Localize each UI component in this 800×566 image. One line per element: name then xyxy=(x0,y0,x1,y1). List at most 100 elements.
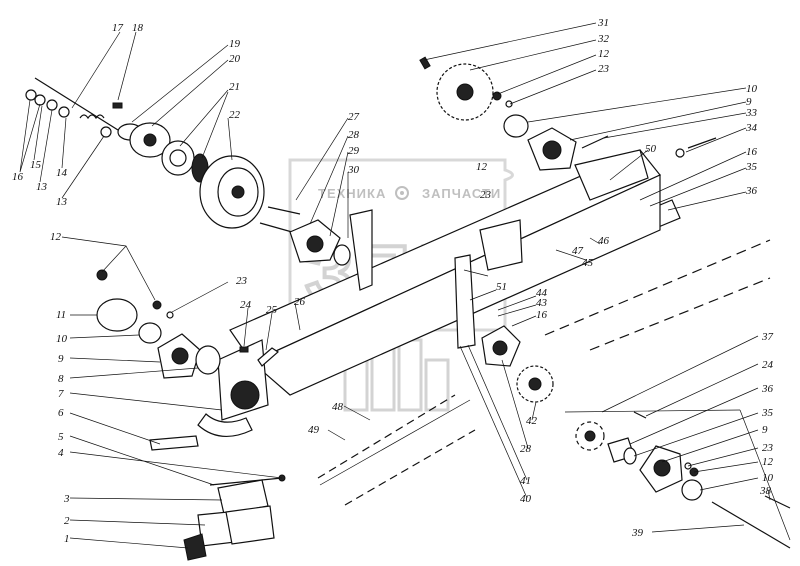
nut-12-top xyxy=(492,91,502,101)
callout-49: 49 xyxy=(308,424,320,436)
callout-39: 39 xyxy=(631,527,644,539)
callout-6: 6 xyxy=(58,407,64,419)
ring-23-left xyxy=(166,311,174,319)
callout-5: 5 xyxy=(58,431,64,443)
guard-6 xyxy=(197,413,253,437)
tensioner-group xyxy=(481,325,554,403)
callout-12-right: 12 xyxy=(762,456,774,468)
bottom-left-parts xyxy=(149,435,286,561)
gear-icon xyxy=(395,186,409,200)
callout-23-mid: 23 xyxy=(480,189,492,201)
watermark-line1: ТЕХНИКА xyxy=(318,186,386,201)
callout-15: 15 xyxy=(30,159,42,171)
callout-23-top: 23 xyxy=(598,63,610,75)
rod-4 xyxy=(209,477,283,486)
callout-25: 25 xyxy=(266,304,278,316)
bracket-50 xyxy=(574,149,649,201)
key-31 xyxy=(419,56,431,70)
callout-45: 45 xyxy=(582,257,594,269)
callout-42: 42 xyxy=(526,415,538,427)
ring-23-right xyxy=(684,462,692,470)
plate-6 xyxy=(149,435,199,451)
callout-38: 38 xyxy=(759,485,772,497)
callout-10-top: 10 xyxy=(746,83,758,95)
bolt-34 xyxy=(687,137,717,149)
callout-23-left: 23 xyxy=(236,275,248,287)
callout-40: 40 xyxy=(520,493,532,505)
callout-46: 46 xyxy=(598,235,610,247)
callout-43: 43 xyxy=(536,297,548,309)
callout-18: 18 xyxy=(132,22,144,34)
callout-16-right: 16 xyxy=(746,146,758,158)
spring-14 xyxy=(79,114,105,120)
ring-23-top xyxy=(505,100,513,108)
washer-13b xyxy=(100,126,112,138)
chain-left xyxy=(317,394,476,506)
tensioner-arm-41 xyxy=(454,254,476,349)
callout-41: 41 xyxy=(520,475,531,487)
callout-16-left: 16 xyxy=(12,171,24,183)
washer-15 xyxy=(34,94,46,106)
bracket-47 xyxy=(479,219,523,271)
callout-10-right: 10 xyxy=(762,472,774,484)
left-shaft-group xyxy=(25,77,265,229)
callout-1: 1 xyxy=(64,533,70,545)
chain-lower xyxy=(589,277,771,351)
key-24-right xyxy=(633,411,647,419)
callout-9-top: 9 xyxy=(746,96,752,108)
callout-2: 2 xyxy=(64,515,70,527)
watermark-line2: ЗАПЧАСТИ xyxy=(422,186,501,201)
callout-28-top: 28 xyxy=(348,129,360,141)
chain-upper xyxy=(544,239,771,336)
callout-48: 48 xyxy=(332,401,344,413)
callout-50: 50 xyxy=(645,143,657,155)
bushing-14 xyxy=(58,106,70,118)
main-frame xyxy=(197,149,661,437)
nut-16 xyxy=(25,89,37,101)
callout-44: 44 xyxy=(536,287,548,299)
key-24-left xyxy=(239,346,249,353)
callout-35-bottom: 35 xyxy=(761,407,774,419)
callout-8: 8 xyxy=(58,373,64,385)
shaft-17 xyxy=(34,77,119,131)
callout-14: 14 xyxy=(56,167,68,179)
chain-48 xyxy=(317,394,456,479)
callout-28-bottom: 28 xyxy=(520,443,532,455)
nut-12-left xyxy=(96,269,108,281)
callout-27: 27 xyxy=(348,111,360,123)
callout-12-left: 12 xyxy=(50,231,62,243)
callout-19: 19 xyxy=(229,38,241,50)
callout-29: 29 xyxy=(348,145,360,157)
bearing-21a xyxy=(161,140,195,176)
bolt-27a xyxy=(267,206,301,215)
callout-47: 47 xyxy=(572,245,584,257)
callout-labels: 17 18 19 20 21 21 22 16 15 13 14 13 31 3… xyxy=(12,17,774,545)
callout-13b: 13 xyxy=(56,196,68,208)
callout-17: 17 xyxy=(112,22,124,34)
chain-49 xyxy=(344,429,476,506)
shaft-39 xyxy=(711,501,791,549)
bearing-10-top xyxy=(503,114,529,138)
callout-12-mid: 12 xyxy=(476,161,488,173)
callout-11: 11 xyxy=(56,309,66,321)
chain-right xyxy=(544,239,771,351)
shoe-2b xyxy=(225,505,275,545)
callout-34: 34 xyxy=(745,122,758,134)
cap-11 xyxy=(96,298,138,332)
right-shaft-group xyxy=(564,409,791,549)
left-bearing-group xyxy=(96,206,351,379)
bolt-27b xyxy=(259,222,293,233)
bearing-10-right xyxy=(681,479,703,501)
key-38 xyxy=(764,495,791,509)
callout-36-top: 36 xyxy=(745,185,758,197)
bolt-33 xyxy=(581,135,609,149)
leader-lines xyxy=(19,22,771,549)
callout-16-mid: 16 xyxy=(536,309,548,321)
callout-33: 33 xyxy=(745,107,758,119)
plate-30 xyxy=(349,209,373,291)
callout-51: 51 xyxy=(496,281,507,293)
callout-13a: 13 xyxy=(36,181,48,193)
callout-31: 31 xyxy=(597,17,609,29)
bushing-29 xyxy=(333,244,351,266)
